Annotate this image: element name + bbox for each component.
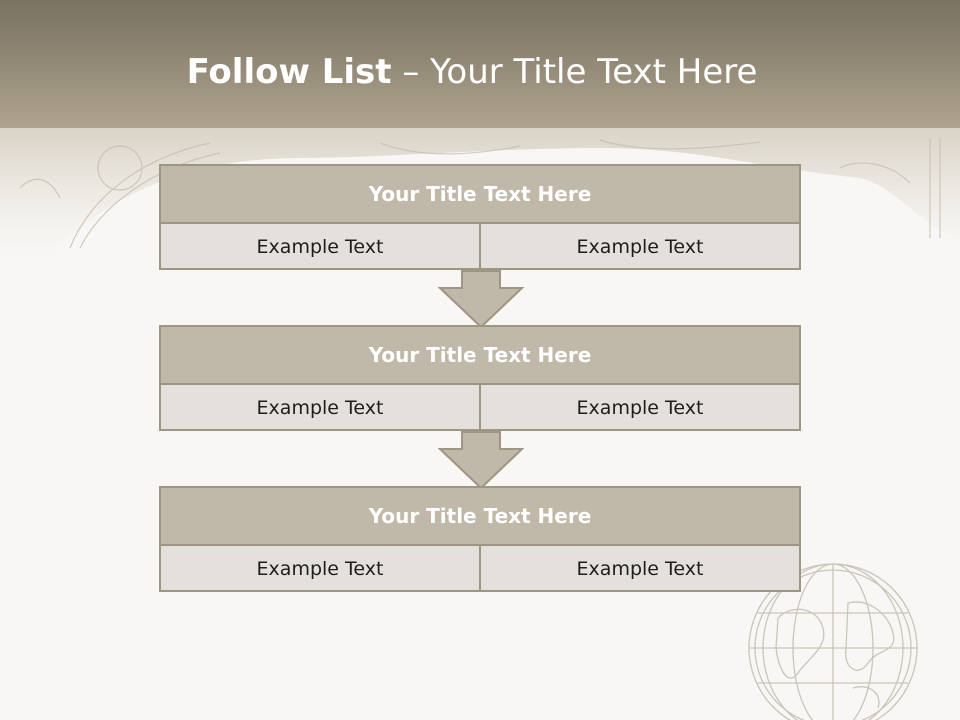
block-title: Your Title Text Here [161,488,799,546]
block-cell-left: Example Text [256,397,384,419]
block-title: Your Title Text Here [161,327,799,385]
flow-block-2: Your Title Text Here Example Text Exampl… [159,325,801,431]
block-row: Example Text Example Text [161,546,799,592]
block-cell-left: Example Text [256,236,384,258]
block-cell-right: Example Text [479,385,799,431]
flow-block-1: Your Title Text Here Example Text Exampl… [159,164,801,270]
block-title: Your Title Text Here [161,166,799,224]
down-arrow-icon [438,431,524,489]
block-cell-right: Example Text [479,224,799,270]
down-arrow-icon [438,270,524,328]
block-row: Example Text Example Text [161,385,799,431]
block-cell-right: Example Text [479,546,799,592]
flow-block-3: Your Title Text Here Example Text Exampl… [159,486,801,592]
page-title: Follow List – Your Title Text Here [0,52,944,92]
title-bold: Follow List [186,52,392,92]
header-band [0,0,960,130]
block-row: Example Text Example Text [161,224,799,270]
block-cell-left: Example Text [256,558,384,580]
title-subtitle: – Your Title Text Here [402,52,758,92]
